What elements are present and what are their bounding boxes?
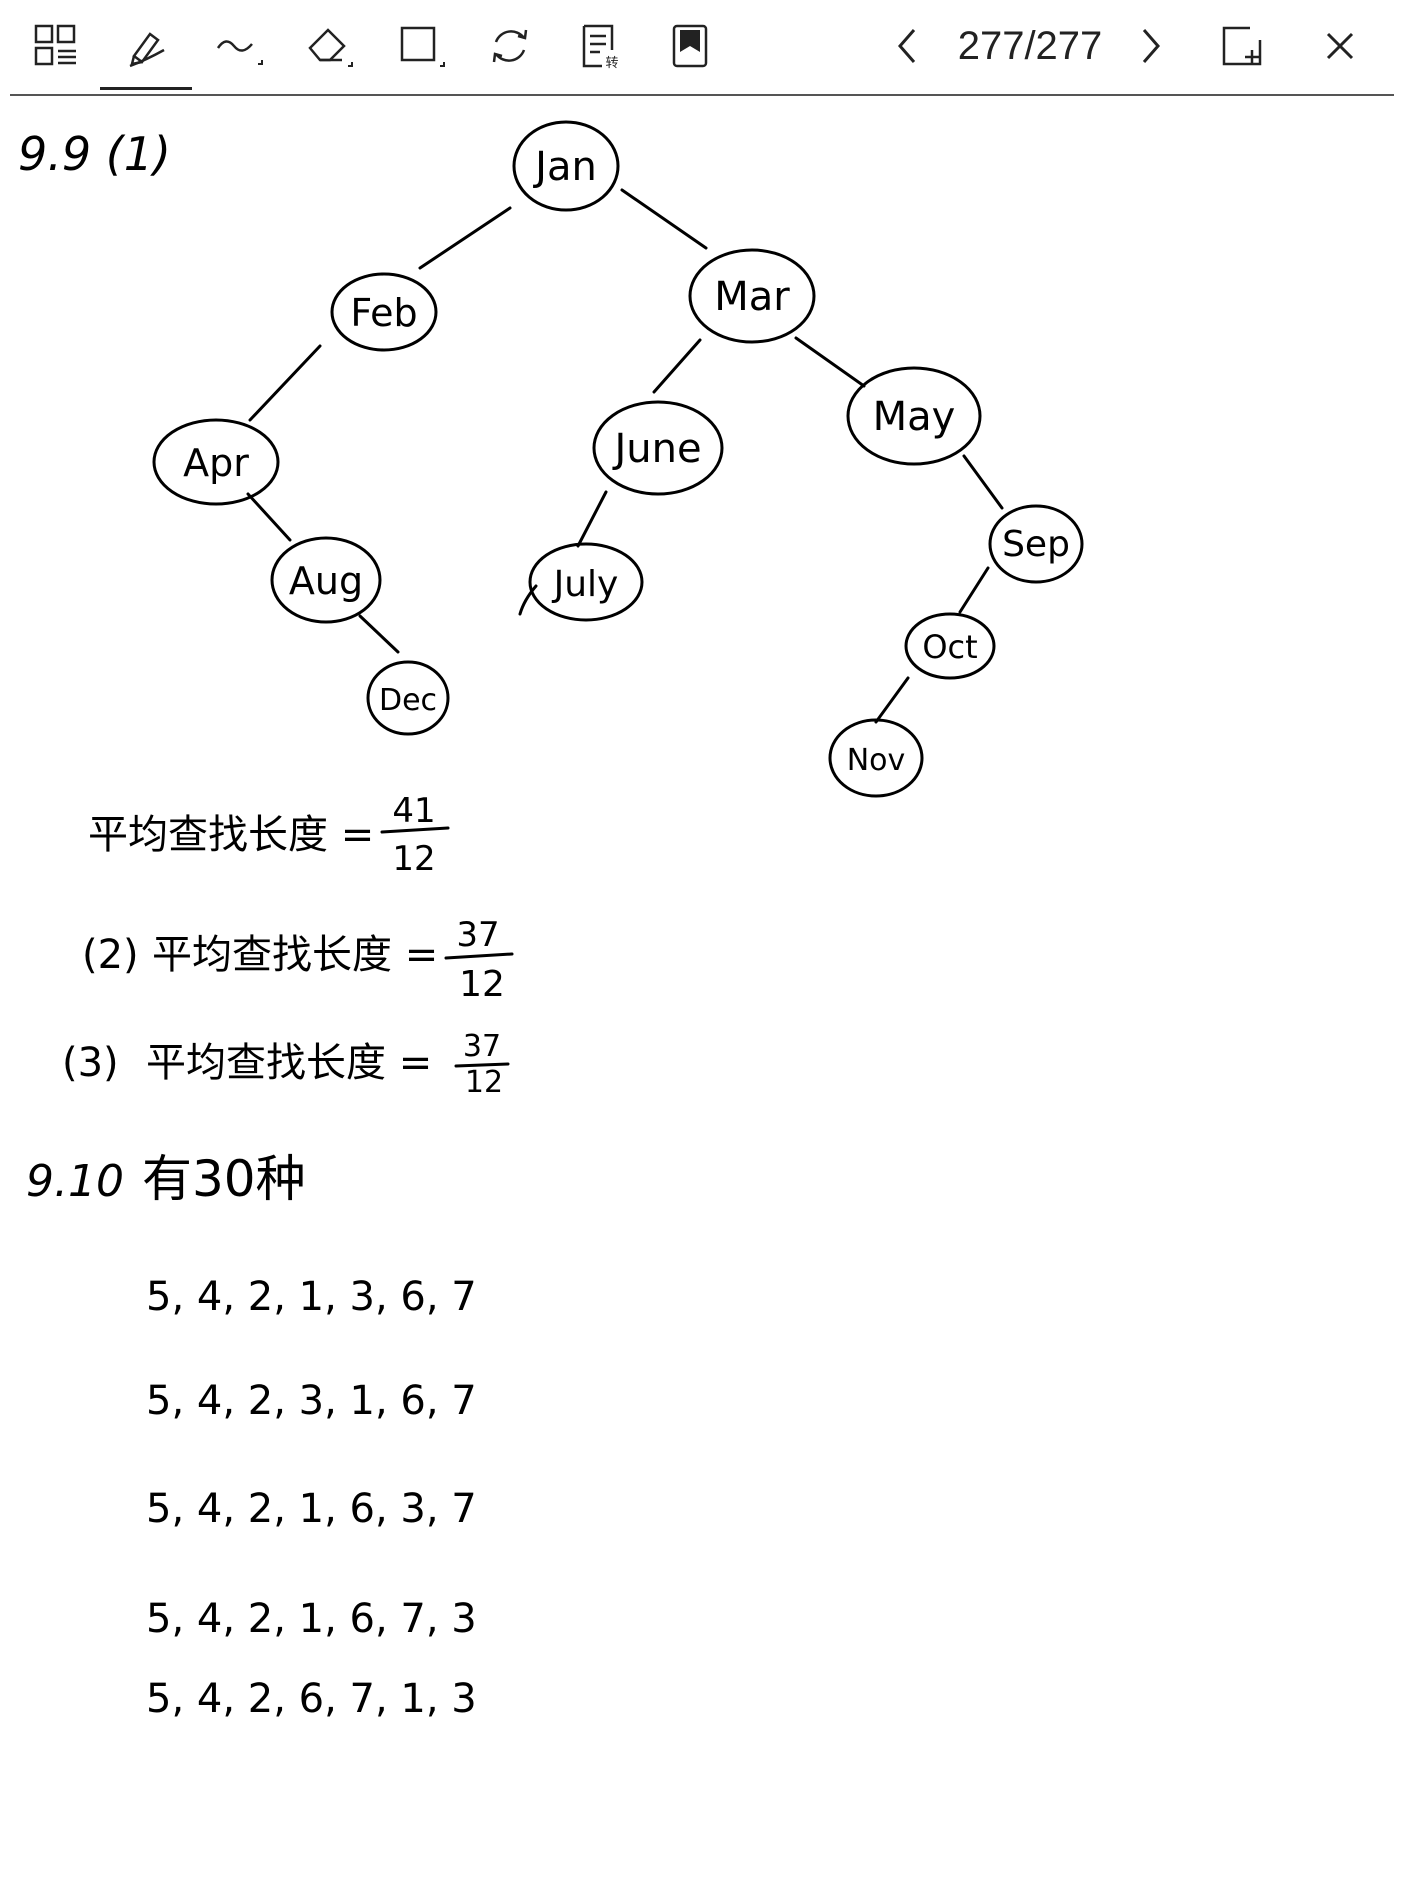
avg-length-2: (2) 平均查找长度 = 37 12 [82, 915, 514, 1005]
tree-node-jan: Jan [512, 120, 620, 212]
thumbnail-grid-icon[interactable] [24, 14, 88, 78]
tree-node-aug: Aug [270, 536, 382, 624]
svg-text:平均查找长度 =: 平均查找长度 = [146, 1040, 432, 1086]
edge-aug-dec [358, 614, 400, 654]
tree-node-oct: Oct [904, 612, 996, 680]
svg-text:Apr: Apr [183, 441, 249, 485]
svg-text:12: 12 [465, 1065, 503, 1100]
edge-mar-june [652, 338, 702, 394]
tree-node-feb: Feb [330, 272, 438, 352]
close-icon[interactable] [1308, 14, 1372, 78]
prev-page-button[interactable] [876, 14, 940, 78]
edge-jan-mar [620, 188, 708, 250]
edge-feb-apr [248, 344, 322, 422]
handwriting-layer: 9.9 (1) Jan Feb Mar [18, 120, 1084, 1722]
note-canvas[interactable]: 9.9 (1) Jan Feb Mar [0, 96, 1404, 1872]
svg-text:37: 37 [456, 915, 499, 955]
add-page-icon[interactable] [1210, 14, 1274, 78]
edge-mar-may [794, 336, 866, 388]
eraser-icon[interactable] [296, 14, 360, 78]
next-page-button[interactable] [1118, 14, 1182, 78]
q10-answer: 有30种 [142, 1150, 306, 1208]
sequence-4: 5, 4, 2, 1, 6, 7, 3 [146, 1596, 477, 1642]
toolbar: 转 277/277 [0, 0, 1404, 96]
svg-text:37: 37 [463, 1029, 501, 1064]
svg-text:Oct: Oct [922, 628, 977, 666]
svg-text:(2): (2) [82, 932, 139, 978]
sequence-2: 5, 4, 2, 3, 1, 6, 7 [146, 1378, 477, 1424]
rotate-icon[interactable] [478, 14, 542, 78]
tree-node-june: June [592, 400, 724, 496]
tree-node-mar: Mar [688, 248, 816, 344]
tree-node-july: July [528, 542, 644, 622]
bookmark-icon[interactable] [658, 14, 722, 78]
svg-text:Aug: Aug [289, 559, 363, 603]
svg-text:41: 41 [392, 791, 435, 831]
svg-text:Nov: Nov [847, 743, 906, 778]
pen-icon[interactable] [100, 14, 192, 90]
convert-text-icon[interactable]: 转 [568, 14, 632, 78]
avg-length-1: 平均查找长度 = 41 12 [88, 791, 450, 879]
page-indicator[interactable]: 277/277 [957, 24, 1103, 68]
svg-text:Sep: Sep [1002, 524, 1070, 565]
svg-text:12: 12 [459, 964, 505, 1005]
tree-node-dec: Dec [366, 660, 450, 736]
edge-jan-feb [418, 206, 512, 270]
svg-text:Dec: Dec [379, 683, 437, 718]
svg-text:平均查找长度 =: 平均查找长度 = [152, 932, 438, 978]
svg-text:Feb: Feb [350, 291, 417, 335]
tree-node-apr: Apr [152, 418, 280, 506]
sequence-5: 5, 4, 2, 6, 7, 1, 3 [146, 1676, 477, 1722]
edge-sep-oct [958, 566, 990, 614]
edge-apr-aug [246, 492, 292, 542]
svg-text:July: July [552, 564, 619, 605]
svg-text:Mar: Mar [714, 274, 790, 320]
tree-node-nov: Nov [828, 718, 924, 798]
svg-text:June: June [611, 426, 701, 472]
toolbar-divider [10, 94, 1394, 96]
svg-text:12: 12 [392, 839, 435, 879]
svg-text:平均查找长度 =: 平均查找长度 = [88, 812, 374, 858]
rectangle-select-icon[interactable] [388, 14, 452, 78]
avg-length-3: (3) 平均查找长度 = 37 12 [62, 1029, 510, 1100]
sequence-1: 5, 4, 2, 1, 3, 6, 7 [146, 1274, 477, 1320]
tree-edges [246, 188, 1004, 724]
edge-may-sep [962, 454, 1004, 510]
svg-text:May: May [873, 394, 956, 440]
stray-mark [518, 584, 538, 616]
tree-node-may: May [846, 366, 982, 466]
q10-label: 9.10 [26, 1156, 124, 1207]
svg-text:(3): (3) [62, 1040, 119, 1086]
edge-june-july [576, 490, 608, 548]
svg-text:Jan: Jan [532, 144, 597, 190]
convert-text-glyph: 转 [605, 56, 618, 71]
stroke-style-icon[interactable] [206, 14, 270, 78]
q1-label: 9.9 (1) [18, 127, 171, 181]
tree-node-sep: Sep [988, 504, 1084, 584]
sequence-3: 5, 4, 2, 1, 6, 3, 7 [146, 1486, 477, 1532]
edge-oct-nov [874, 676, 910, 724]
